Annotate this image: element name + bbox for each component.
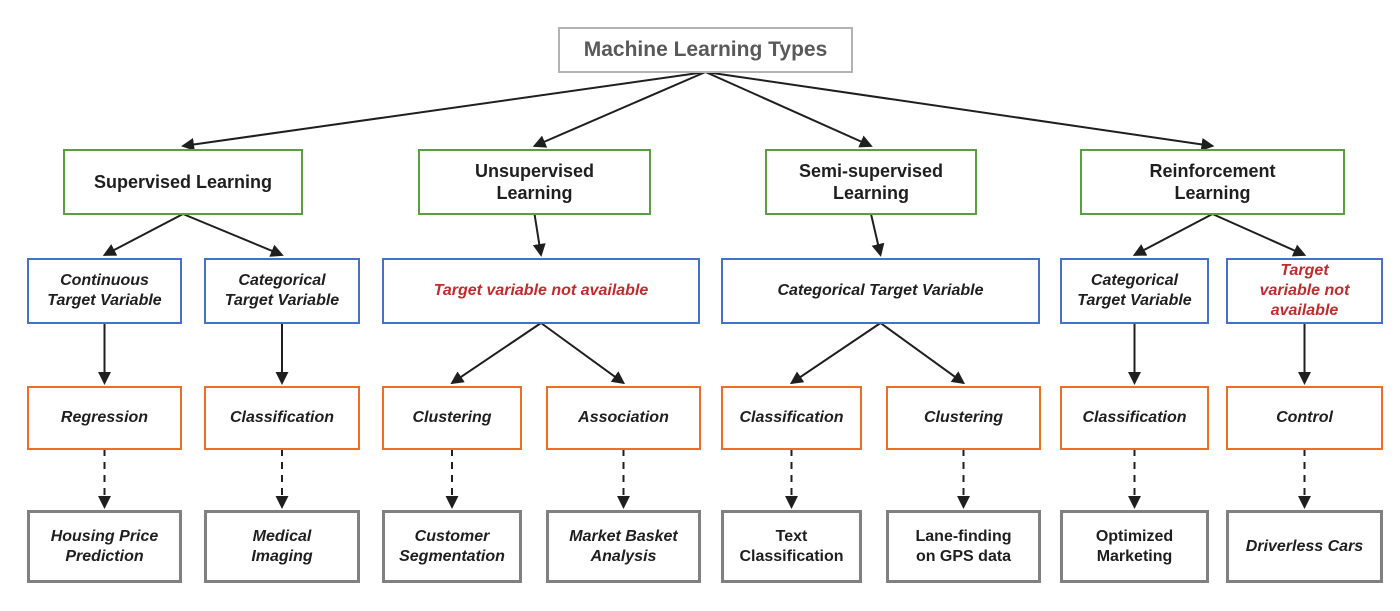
node-target-variable-not-available-reinforcement: Target variable not available xyxy=(1226,258,1383,324)
node-label: Customer Segmentation xyxy=(399,527,505,565)
node-continuous-target-variable: Continuous Target Variable xyxy=(27,258,182,324)
node-label: Classification xyxy=(229,409,335,426)
node-machine-learning-types: Machine Learning Types xyxy=(558,27,853,73)
node-classification-reinforcement: Classification xyxy=(1060,386,1209,450)
node-label: Medical Imaging xyxy=(251,527,313,565)
node-label: Classification xyxy=(1082,409,1187,426)
node-label: Categorical Target Variable xyxy=(777,282,984,299)
node-label: Clustering xyxy=(923,409,1004,426)
node-optimized-marketing: Optimized Marketing xyxy=(1060,510,1209,583)
node-label: Supervised Learning xyxy=(93,171,273,192)
node-label: Continuous Target Variable xyxy=(47,272,162,309)
node-label: Optimized Marketing xyxy=(1095,527,1174,565)
node-supervised-learning: Supervised Learning xyxy=(63,149,303,215)
node-medical-imaging: Medical Imaging xyxy=(204,510,360,583)
node-label: Text Classification xyxy=(739,527,844,565)
node-categorical-target-variable-supervised: Categorical Target Variable xyxy=(204,258,360,324)
node-driverless-cars: Driverless Cars xyxy=(1226,510,1383,583)
node-label: Market Basket Analysis xyxy=(569,527,678,565)
node-label: Categorical Target Variable xyxy=(1077,272,1192,309)
node-label: Control xyxy=(1276,409,1333,426)
node-clustering-semi: Clustering xyxy=(886,386,1041,450)
node-categorical-target-variable-semi: Categorical Target Variable xyxy=(721,258,1040,324)
node-control: Control xyxy=(1226,386,1383,450)
node-target-variable-not-available-unsupervised: Target variable not available xyxy=(382,258,700,324)
node-label: Machine Learning Types xyxy=(583,37,828,61)
node-label: Target variable not available xyxy=(1259,262,1350,319)
node-label: Association xyxy=(578,409,669,426)
node-unsupervised-learning: Unsupervised Learning xyxy=(418,149,651,215)
node-label: Unsupervised Learning xyxy=(474,160,595,204)
node-label: Target variable not available xyxy=(433,282,649,299)
node-label: Driverless Cars xyxy=(1245,537,1364,555)
node-categorical-target-variable-reinforcement: Categorical Target Variable xyxy=(1060,258,1209,324)
node-label: Reinforcement Learning xyxy=(1149,160,1276,204)
node-classification-supervised: Classification xyxy=(204,386,360,450)
node-label: Lane-finding on GPS data xyxy=(915,527,1012,565)
node-label: Regression xyxy=(60,409,149,426)
node-housing-price-prediction: Housing Price Prediction xyxy=(27,510,182,583)
node-label: Classification xyxy=(739,409,844,426)
node-classification-semi: Classification xyxy=(721,386,862,450)
node-lane-finding-on-gps-data: Lane-finding on GPS data xyxy=(886,510,1041,583)
node-association: Association xyxy=(546,386,701,450)
node-label: Housing Price Prediction xyxy=(50,527,159,565)
node-clustering-unsupervised: Clustering xyxy=(382,386,522,450)
node-label: Clustering xyxy=(412,409,492,426)
node-reinforcement-learning: Reinforcement Learning xyxy=(1080,149,1345,215)
node-label: Semi-supervised Learning xyxy=(798,160,944,204)
node-text-classification: Text Classification xyxy=(721,510,862,583)
node-market-basket-analysis: Market Basket Analysis xyxy=(546,510,701,583)
node-label: Categorical Target Variable xyxy=(224,272,340,309)
node-customer-segmentation: Customer Segmentation xyxy=(382,510,522,583)
node-semi-supervised-learning: Semi-supervised Learning xyxy=(765,149,977,215)
node-regression: Regression xyxy=(27,386,182,450)
